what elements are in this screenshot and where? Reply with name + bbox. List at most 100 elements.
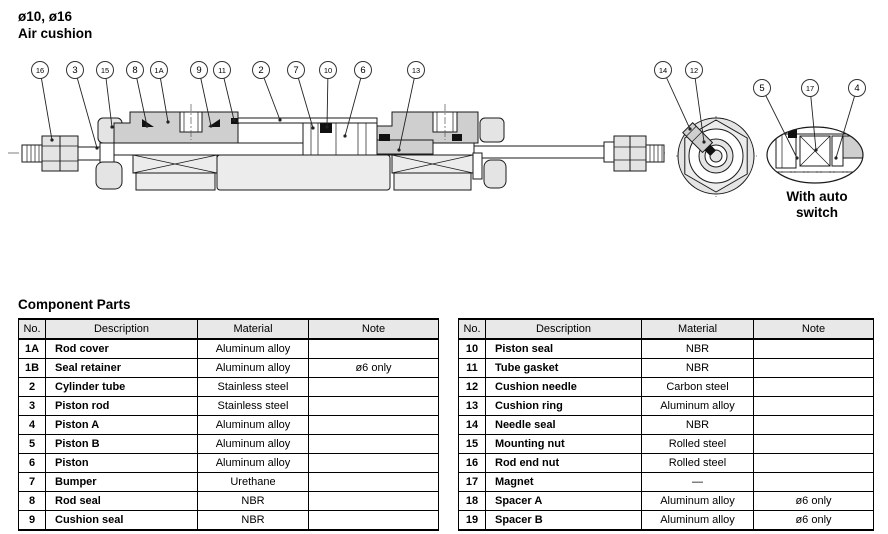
table-cell-mat: Aluminum alloy <box>197 358 309 378</box>
cushion-seal-rear <box>379 134 390 141</box>
callout-label: 5 <box>759 83 764 94</box>
table-cell-mat: Aluminum alloy <box>641 396 754 416</box>
cylinder-section-view <box>8 104 668 191</box>
body-lower-half <box>132 152 483 191</box>
table-cell-desc: Piston A <box>45 415 198 435</box>
column-header: Note <box>308 318 439 340</box>
table-cell-no: 16 <box>458 453 486 473</box>
table-cell-mat: NBR <box>641 338 754 359</box>
table-cell-mat: Aluminum alloy <box>197 434 309 454</box>
callout-2: 2 <box>252 61 282 122</box>
column-header: No. <box>458 318 486 340</box>
table-cell-desc: Rod cover <box>45 338 198 359</box>
table-cell-desc: Piston <box>45 453 198 473</box>
callout-15: 15 <box>96 61 114 129</box>
callout-label: 8 <box>132 65 137 76</box>
callout-label: 4 <box>854 83 859 94</box>
table-cell-no: 13 <box>458 396 486 416</box>
column-header: Description <box>485 318 642 340</box>
table-cell-mat: Urethane <box>197 472 309 492</box>
rod-cover <box>113 111 239 144</box>
port-left <box>179 104 203 140</box>
table-cell-note <box>753 338 874 359</box>
table-cell-mat: Aluminum alloy <box>197 453 309 473</box>
table-cell-mat: Carbon steel <box>641 377 754 397</box>
table-cell-no: 19 <box>458 510 486 531</box>
table-cell-mat: Aluminum alloy <box>641 491 754 511</box>
callout-label: 2 <box>258 65 263 76</box>
table-cell-mat: NBR <box>641 415 754 435</box>
table-cell-desc: Cushion seal <box>45 510 198 531</box>
rod-collar-left <box>99 142 115 165</box>
table-cell-no: 7 <box>18 472 46 492</box>
end-view <box>676 116 757 197</box>
table-cell-note <box>753 377 874 397</box>
rod-thread-right <box>645 144 665 163</box>
callout-label: 12 <box>690 66 698 75</box>
table-cell-mat: Aluminum alloy <box>641 510 754 531</box>
table-cell-desc: Mounting nut <box>485 434 642 454</box>
table-cell-mat: Rolled steel <box>641 453 754 473</box>
table-cell-desc: Cylinder tube <box>45 377 198 397</box>
table-cell-mat: NBR <box>197 510 309 531</box>
column-header: Note <box>753 318 874 340</box>
table-cell-mat: NBR <box>197 491 309 511</box>
table-cell-note <box>308 396 439 416</box>
table-cell-no: 4 <box>18 415 46 435</box>
table-cell-note <box>753 358 874 378</box>
cushion-ring <box>376 139 434 155</box>
table-cell-no: 3 <box>18 396 46 416</box>
callout-label: 7 <box>293 65 298 76</box>
table-cell-mat: — <box>641 472 754 492</box>
table-cell-desc: Piston seal <box>485 338 642 359</box>
table-cell-note <box>308 491 439 511</box>
piston-a <box>831 135 844 167</box>
callout-14: 14 <box>654 61 692 131</box>
table-cell-no: 14 <box>458 415 486 435</box>
callout-8: 8 <box>126 61 149 128</box>
auto-switch-caption-line1: With auto <box>786 189 847 204</box>
table-cell-desc: Seal retainer <box>45 358 198 378</box>
table-cell-no: 6 <box>18 453 46 473</box>
callout-1A: 1A <box>150 61 170 124</box>
table-cell-note <box>308 338 439 359</box>
callout-label: 6 <box>360 65 365 76</box>
callout-label: 15 <box>101 66 109 75</box>
table-cell-note: ø6 only <box>753 510 874 531</box>
table-cell-desc: Cushion needle <box>485 377 642 397</box>
table-cell-note <box>308 472 439 492</box>
callout-label: 1A <box>154 66 163 75</box>
callout-label: 3 <box>72 65 77 76</box>
callout-10: 10 <box>319 61 337 129</box>
auto-switch-caption-line2: switch <box>796 205 838 220</box>
table-cell-mat: Stainless steel <box>197 377 309 397</box>
needle-seal <box>704 144 716 156</box>
callout-6: 6 <box>343 61 372 138</box>
table-cell-note <box>753 434 874 454</box>
title-bore-sizes: ø10, ø16 <box>18 9 73 24</box>
callout-label: 14 <box>659 66 667 75</box>
table-cell-note <box>753 472 874 492</box>
table-cell-mat: Stainless steel <box>197 396 309 416</box>
rod-end-nut-left <box>41 135 79 172</box>
